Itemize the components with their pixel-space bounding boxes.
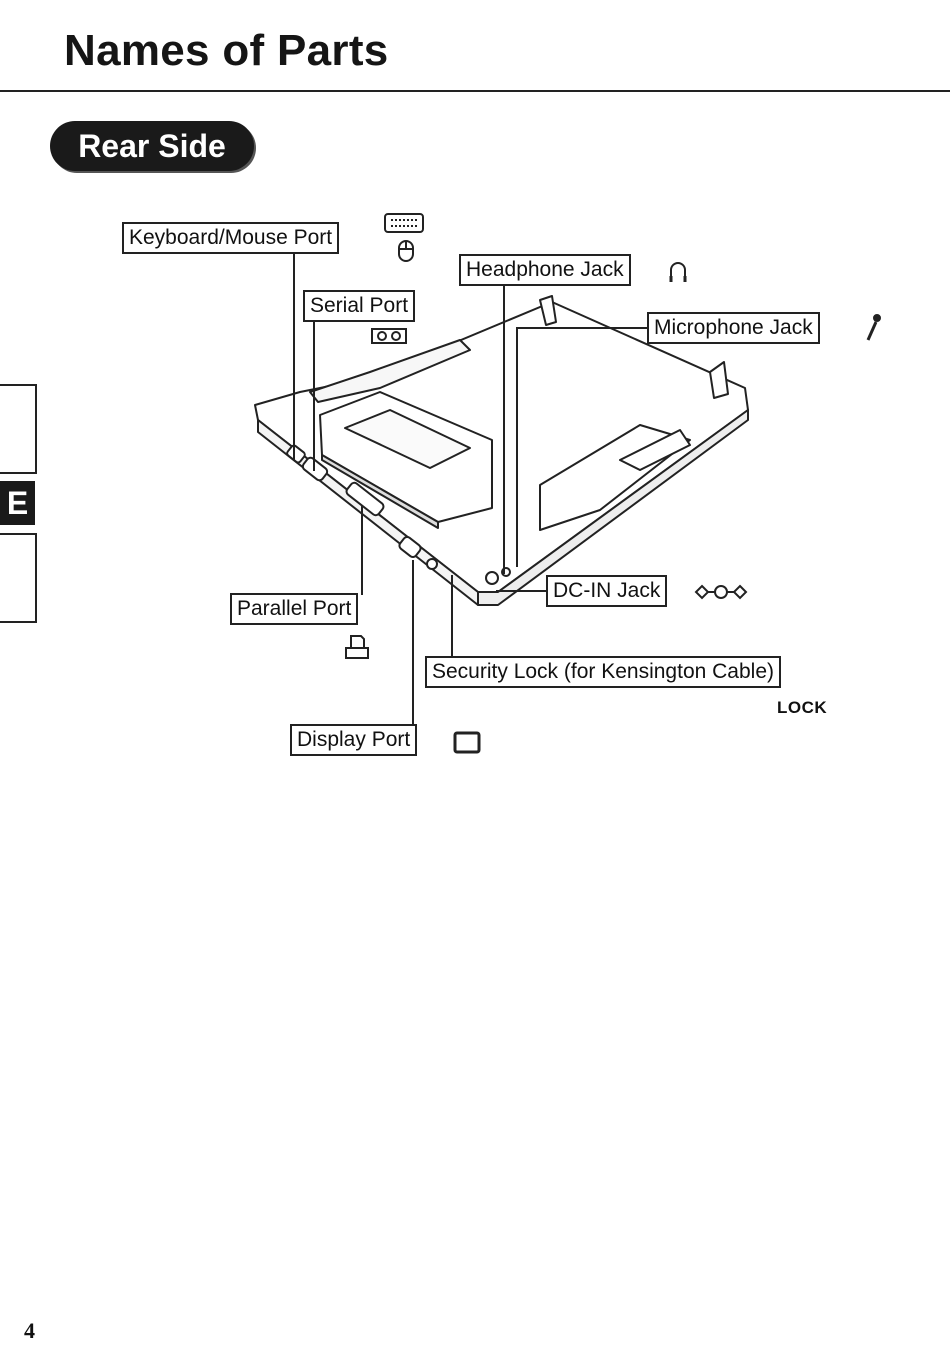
lock-symbol-text: LOCK <box>777 698 827 718</box>
leader-display <box>412 560 414 724</box>
label-keyboard-mouse-port: Keyboard/Mouse Port <box>122 222 339 254</box>
leader-microphone-v <box>516 327 518 567</box>
leader-serial <box>313 321 315 471</box>
printer-icon <box>346 636 368 658</box>
label-parallel-port: Parallel Port <box>230 593 358 625</box>
label-display-port: Display Port <box>290 724 417 756</box>
label-dc-in-jack: DC-IN Jack <box>546 575 667 607</box>
monitor-icon <box>455 733 479 752</box>
leader-security <box>451 575 453 660</box>
dc-polarity-icon <box>696 586 746 598</box>
page-number: 4 <box>24 1318 35 1344</box>
headphone-icon <box>671 263 685 282</box>
keyboard-icon <box>385 214 423 232</box>
leader-parallel <box>361 505 363 595</box>
leader-headphone <box>503 284 505 574</box>
leader-microphone-h <box>516 327 648 329</box>
label-serial-port: Serial Port <box>303 290 415 322</box>
label-security-lock: Security Lock (for Kensington Cable) <box>425 656 781 688</box>
label-headphone-jack: Headphone Jack <box>459 254 631 286</box>
label-microphone-jack: Microphone Jack <box>647 312 820 344</box>
mouse-icon <box>399 241 413 261</box>
leader-keyboard <box>293 253 295 460</box>
microphone-icon <box>868 315 880 340</box>
leader-dcin <box>496 590 546 592</box>
serial-port-icon <box>372 329 406 343</box>
